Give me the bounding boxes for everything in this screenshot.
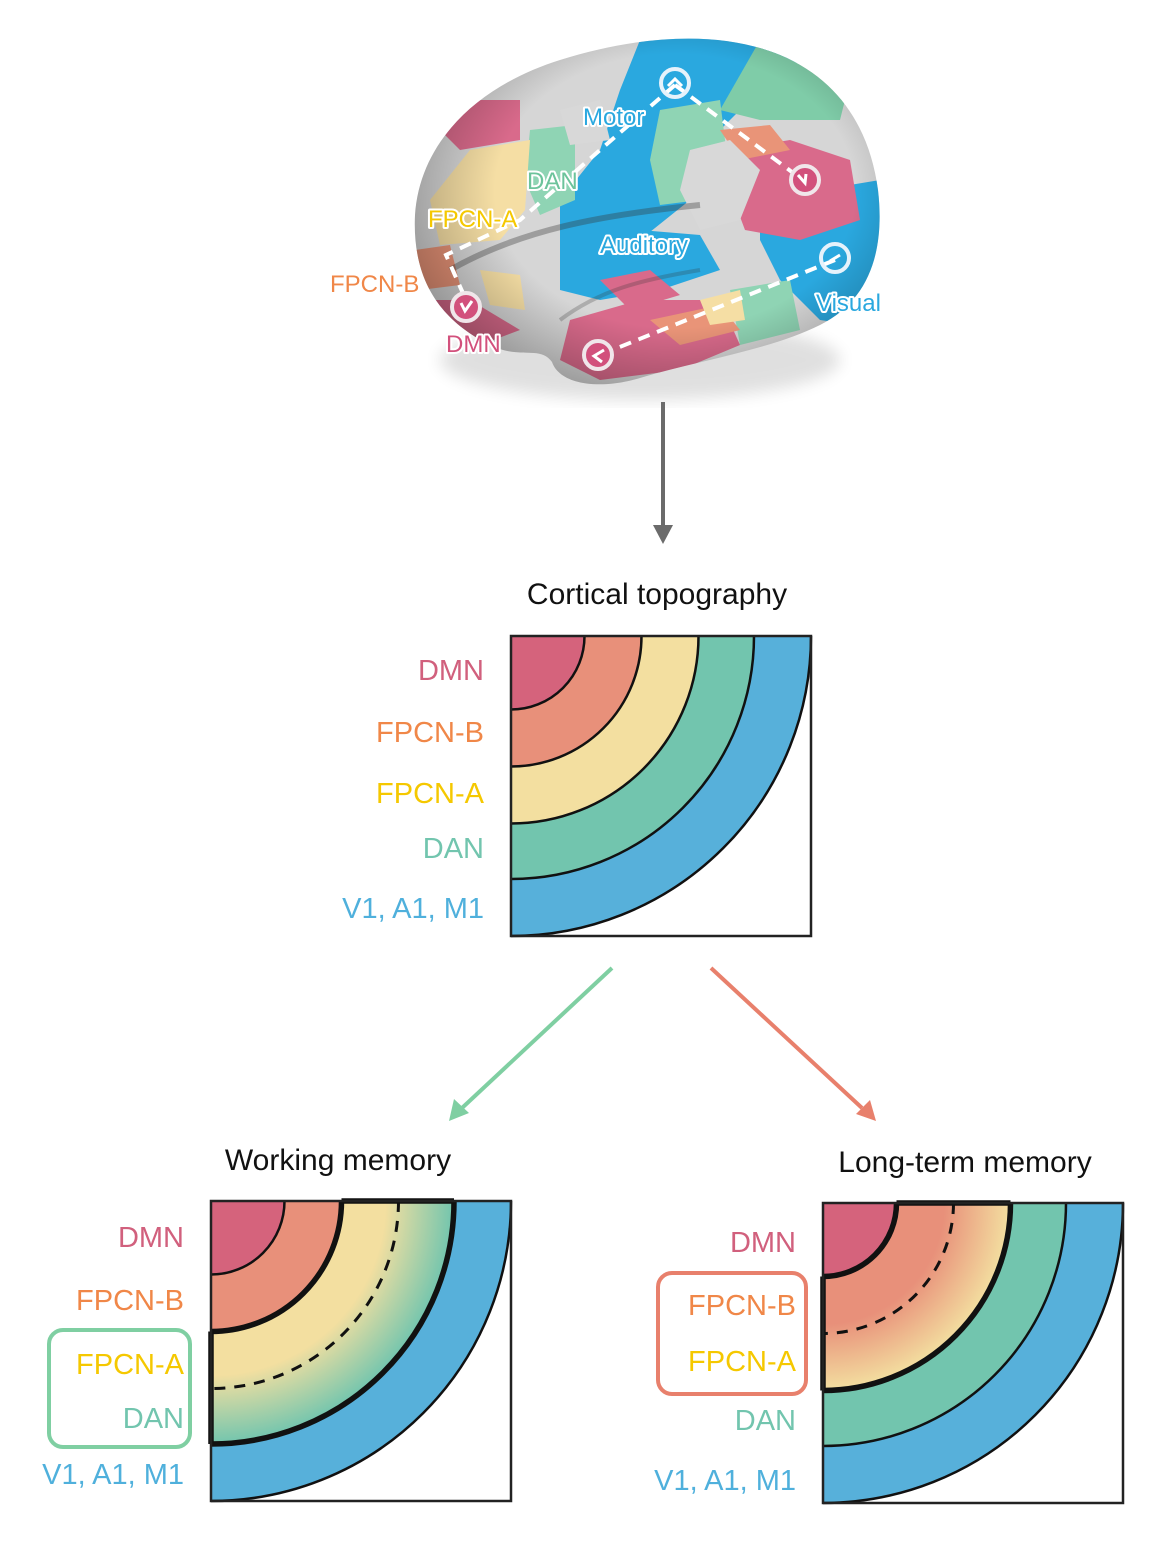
motor-posterior-path: [673, 83, 802, 180]
panel-title: Cortical topography: [527, 578, 787, 611]
panel-frame: [209, 1199, 513, 1503]
panel-frame: [821, 1201, 1125, 1505]
band-dmn: [823, 1203, 897, 1277]
network-label-dmn: DMN: [118, 1222, 184, 1254]
network-label-v1-a1-m1: V1, A1, M1: [654, 1465, 796, 1497]
network-label-fpcn-b: FPCN-B: [688, 1290, 796, 1322]
network-label-dmn: DMN: [730, 1227, 796, 1259]
arrow-to-working-memory: [449, 966, 614, 1121]
end-marker-dmn-parietal: [789, 164, 821, 196]
network-label-v1-a1-m1: V1, A1, M1: [342, 893, 484, 925]
start-marker-motor: [659, 67, 691, 99]
boundary-dmn: [822, 1202, 900, 1280]
panel-title: Long-term memory: [838, 1146, 1091, 1179]
boundary-dan: [822, 1202, 1068, 1448]
band-dmn: [511, 636, 585, 710]
arrow-down: [653, 402, 673, 544]
motor-gradient-path: [443, 83, 677, 301]
network-label-fpcn-b: FPCN-B: [376, 717, 484, 749]
boundary-dan: [510, 635, 756, 881]
brain-label-motor: Motor: [583, 104, 644, 131]
merged-band-midline: [822, 1202, 955, 1335]
gradient-paths: [443, 83, 836, 357]
brain-shading: [414, 38, 880, 385]
network-label-v1-a1-m1: V1, A1, M1: [42, 1459, 184, 1491]
boundary-dmn: [510, 635, 586, 711]
boundary-dan: [210, 1200, 457, 1447]
merged-band-midline: [210, 1200, 400, 1390]
boundary-fpcn-a: [510, 635, 700, 825]
boundary-v1-a1-m1: [822, 1202, 1125, 1505]
network-label-dan: DAN: [123, 1403, 184, 1435]
band-dmn: [211, 1201, 285, 1275]
brain-label-auditory: Auditory: [600, 232, 688, 259]
start-marker-visual: [819, 242, 851, 274]
panel-frame: [509, 634, 813, 938]
boundary-fpcn-b: [510, 635, 643, 768]
brain-surface: Motor DAN FPCN-A FPCN-B DMN Auditory Vis…: [330, 38, 883, 400]
boundary-v1-a1-m1: [510, 635, 813, 938]
network-label-dan: DAN: [735, 1405, 796, 1437]
network-label-fpcn-b: FPCN-B: [76, 1285, 184, 1317]
boundary-fpcn-a: [822, 1202, 1014, 1394]
brain-label-fpcn-a: FPCN-A: [428, 206, 517, 233]
brain-label-fpcn-b: FPCN-B: [330, 271, 419, 298]
network-label-dmn: DMN: [418, 655, 484, 687]
highlight-box: [656, 1271, 808, 1396]
boundary-dmn: [210, 1200, 286, 1276]
brain-label-visual: Visual: [816, 290, 881, 317]
brain-label-dan: DAN: [527, 168, 578, 195]
end-marker-dmn-temporal: [582, 339, 614, 371]
network-label-dan: DAN: [423, 833, 484, 865]
panel-title: Working memory: [225, 1144, 451, 1177]
end-marker-dmn-frontal: [450, 291, 482, 323]
arrow-to-long-term-memory: [709, 966, 876, 1121]
highlight-box: [47, 1328, 192, 1449]
network-label-fpcn-a: FPCN-A: [76, 1349, 185, 1381]
network-label-fpcn-a: FPCN-A: [376, 778, 485, 810]
boundary-v1-a1-m1: [210, 1200, 513, 1503]
brain-label-dmn: DMN: [446, 331, 501, 358]
visual-gradient-path: [599, 258, 836, 357]
network-label-fpcn-a: FPCN-A: [688, 1346, 797, 1378]
boundary-fpcn-b: [210, 1200, 345, 1335]
